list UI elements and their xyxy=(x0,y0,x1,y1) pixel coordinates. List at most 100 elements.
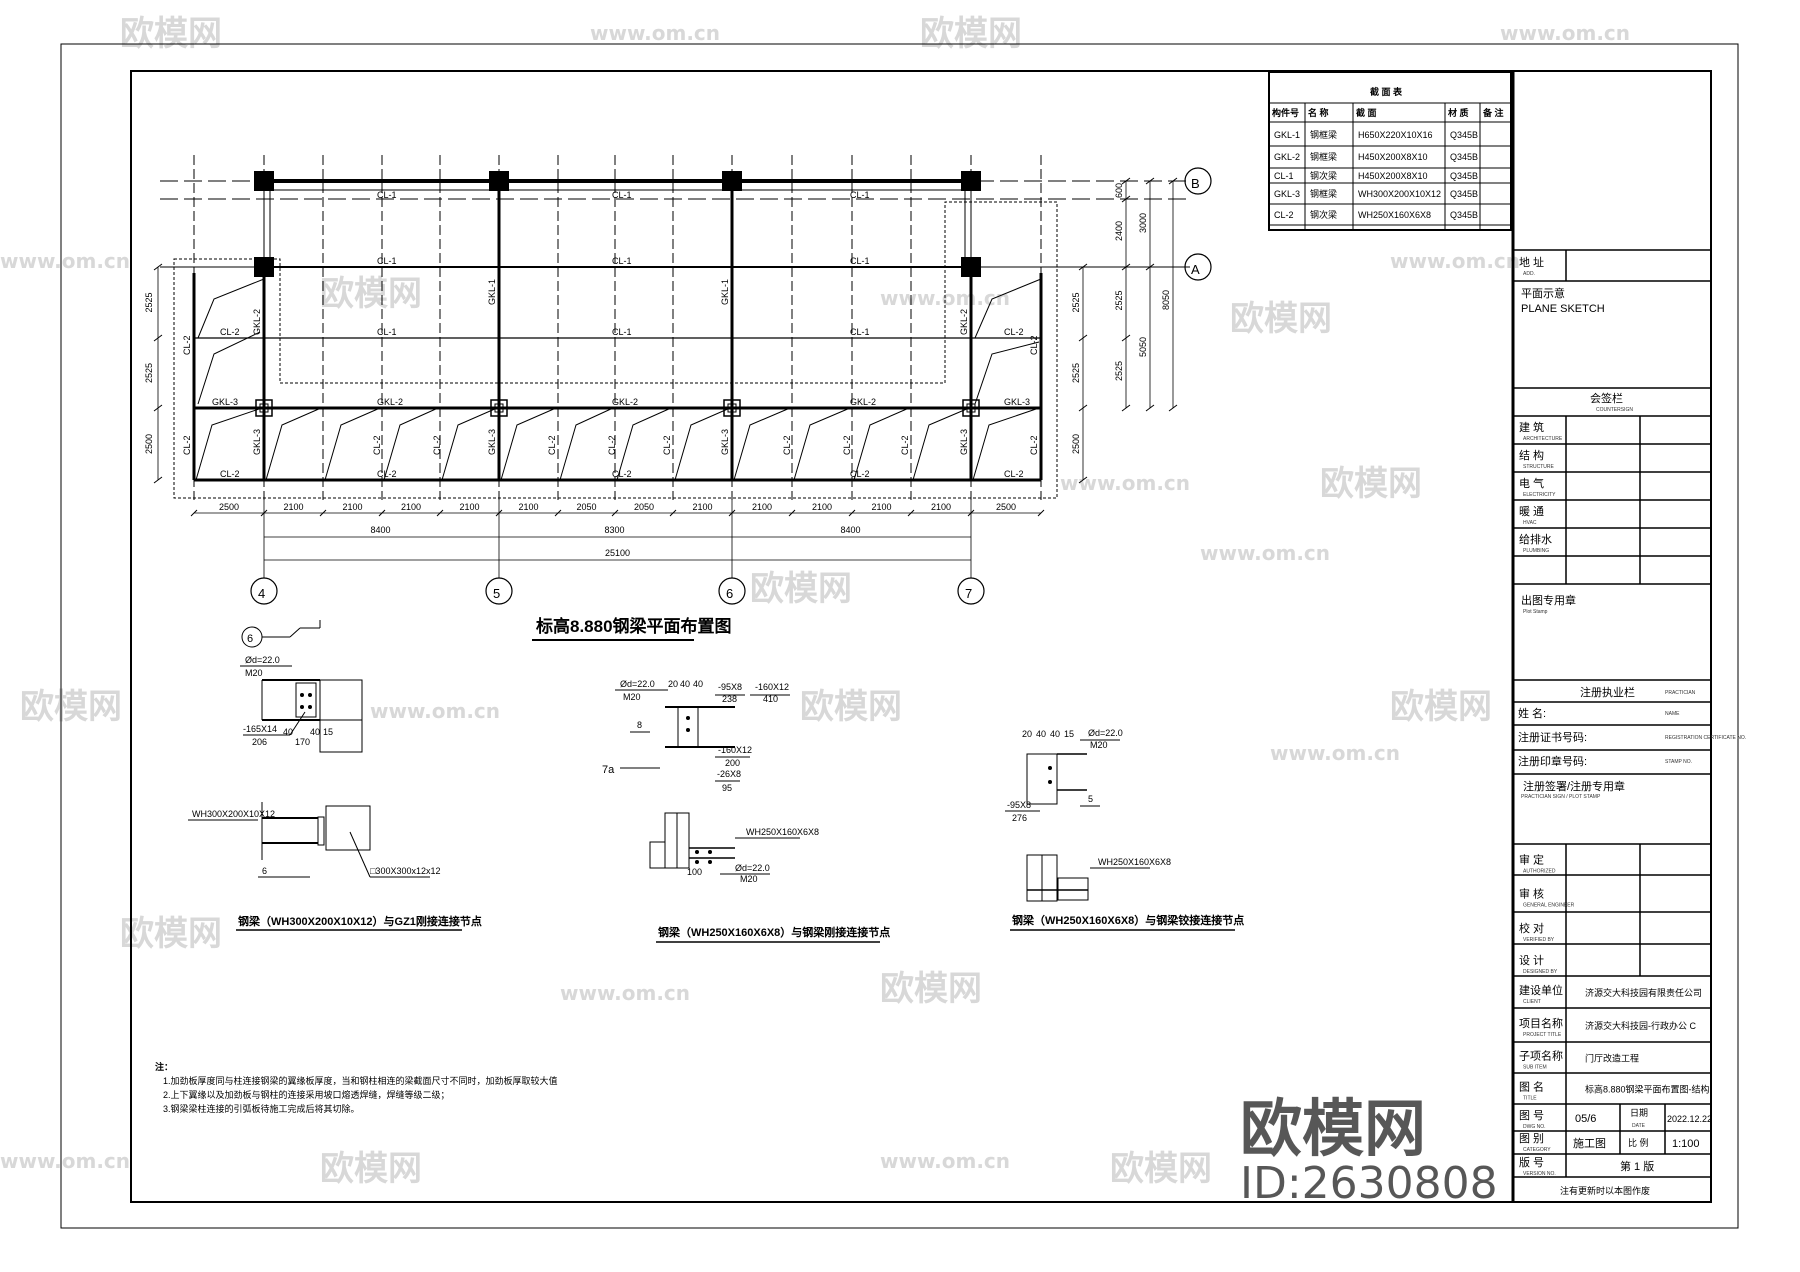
note-3: 3.钢梁梁柱连接的引弧板待施工完成后将其切除。 xyxy=(163,1103,360,1114)
dim-text: 8300 xyxy=(605,525,625,535)
bolt-icon xyxy=(695,860,699,864)
watermark-brand: 欧模网 xyxy=(880,969,982,1009)
revision-cloud xyxy=(173,201,1058,499)
table-header: 材 质 xyxy=(1447,107,1469,118)
watermark-site: www.om.cn xyxy=(0,1149,130,1173)
column-side xyxy=(649,841,666,869)
beam-label-cl2: CL-2 xyxy=(1029,435,1039,455)
note-2: 2.上下翼缘以及加劲板与钢柱的连接采用坡口熔透焊缝，焊缝等级二级； xyxy=(163,1089,450,1100)
reg-field-label: 注册印章号码: xyxy=(1518,754,1587,768)
dim-tick xyxy=(378,509,386,517)
dim-text: 2100 xyxy=(931,502,951,512)
table-border xyxy=(1268,71,1512,231)
axis-label: 5 xyxy=(493,586,500,601)
beam-label-cl2: CL-2 xyxy=(1004,327,1024,337)
dim-tick xyxy=(669,509,677,517)
watermark-brand: 欧模网 xyxy=(1390,687,1492,727)
note-1: 1.加劲板厚度同与柱连接钢梁的翼缘板厚度，当和钢柱相连的梁截面尺寸不同时，加劲板… xyxy=(163,1075,558,1086)
plot-stamp-en: Plot Stamp xyxy=(1523,609,1548,615)
info-label: 项目名称 xyxy=(1519,1016,1563,1030)
line xyxy=(289,711,306,736)
detail-label: 410 xyxy=(763,694,778,704)
approval-label: 设 计 xyxy=(1519,954,1544,967)
detail-label: 238 xyxy=(722,694,737,704)
notes-title: 注： xyxy=(155,1061,173,1072)
detail-label: -95X8 xyxy=(1007,800,1031,810)
beam-label-cl1: CL-1 xyxy=(612,327,632,337)
info-value: 标高8.880钢梁平面布置图-结构 xyxy=(1585,1084,1710,1095)
notes: 注： 1.加劲板厚度同与柱连接钢梁的翼缘板厚度，当和钢柱相连的梁截面尺寸不同时，… xyxy=(155,1061,558,1114)
drawing-type-en: CATEGORY xyxy=(1523,1147,1551,1153)
discipline-label: 给排水 xyxy=(1519,532,1552,546)
approval-en: GENERAL ENGINEER xyxy=(1523,903,1575,909)
watermark-brand: 欧模网 xyxy=(320,274,422,314)
beam-label-gkl3: GKL-3 xyxy=(212,397,238,407)
info-en: CLIENT xyxy=(1523,999,1541,1005)
address-en: ADD. xyxy=(1523,271,1535,277)
date-value: 2022.12.22 xyxy=(1667,1114,1712,1124)
beam-label-gkl3: GKL-3 xyxy=(720,429,730,455)
dim: 40 xyxy=(283,727,293,737)
slope-line xyxy=(616,407,672,481)
table-header: 构件号 xyxy=(1272,107,1299,118)
dim-tick xyxy=(1037,509,1045,517)
bolt-icon xyxy=(708,850,712,854)
discipline-label: 暖 通 xyxy=(1519,505,1544,518)
axis-bubble xyxy=(1184,167,1212,195)
dim-tick xyxy=(848,509,856,517)
discipline-en: HVAC xyxy=(1523,520,1537,526)
detail-label: WH250X160X6X8 xyxy=(746,827,819,837)
bolt-icon xyxy=(1048,780,1052,784)
discipline-label: 电 气 xyxy=(1519,476,1544,490)
watermark-site: www.om.cn xyxy=(1270,741,1400,765)
bolt-icon xyxy=(1048,766,1052,770)
approval-label: 审 核 xyxy=(1519,887,1544,901)
dim-tick xyxy=(1168,404,1178,412)
dim-text: 2100 xyxy=(460,502,480,512)
dim-tick xyxy=(611,509,619,517)
practician-en: PRACTICIAN xyxy=(1665,690,1696,696)
bolt-icon xyxy=(300,693,304,697)
watermark-id: ID:2630808 xyxy=(1240,1158,1498,1209)
scale-value: 1:100 xyxy=(1672,1138,1700,1150)
drawing-no-label: 图 号 xyxy=(1519,1109,1544,1122)
table-cell: WH250X160X6X8 xyxy=(1358,210,1431,220)
info-value: 门厅改造工程 xyxy=(1585,1053,1639,1064)
axis-label: 4 xyxy=(258,586,265,601)
approval-label: 校 对 xyxy=(1519,921,1544,935)
steel-column xyxy=(489,171,509,191)
beam-label-gkl3: GKL-3 xyxy=(487,429,497,455)
table-cell: 钢框梁 xyxy=(1310,151,1337,162)
detail-caption: 钢梁（WH300X200X10X12）与GZ1刚接连接节点 xyxy=(238,914,482,928)
gz-column xyxy=(490,399,508,417)
table-cell: Q345B xyxy=(1450,152,1478,162)
beam-label-cl1: CL-1 xyxy=(850,327,870,337)
gz-column xyxy=(962,399,980,417)
table-cell: 钢次梁 xyxy=(1310,209,1337,220)
gz-column xyxy=(723,399,741,417)
detail-label: WH250X160X6X8 xyxy=(1098,857,1171,867)
watermark-brand: 欧模网 xyxy=(1320,464,1422,504)
dim: 40 xyxy=(693,679,703,689)
beam-label-cl2: CL-2 xyxy=(850,469,870,479)
slope-line xyxy=(559,407,614,481)
dim-text: 2100 xyxy=(401,502,421,512)
dim-tick xyxy=(190,509,198,517)
dim-text: 2050 xyxy=(634,502,654,512)
slope-line xyxy=(195,407,263,481)
approval-en: AUTHORIZED xyxy=(1523,869,1556,875)
column-flange xyxy=(664,812,678,869)
dim-text: 2525 xyxy=(144,363,154,383)
dim-tick xyxy=(1145,404,1155,412)
info-label: 图 名 xyxy=(1519,1080,1544,1094)
bolt-icon xyxy=(695,850,699,854)
bolt-icon xyxy=(686,728,690,732)
dim-tick xyxy=(153,263,163,271)
slope-line xyxy=(197,278,265,339)
axis-bubble xyxy=(1184,253,1212,281)
plot-stamp-label: 出图专用章 xyxy=(1521,593,1576,607)
slope-line xyxy=(383,407,439,481)
dim-text: 2400 xyxy=(1114,221,1124,241)
